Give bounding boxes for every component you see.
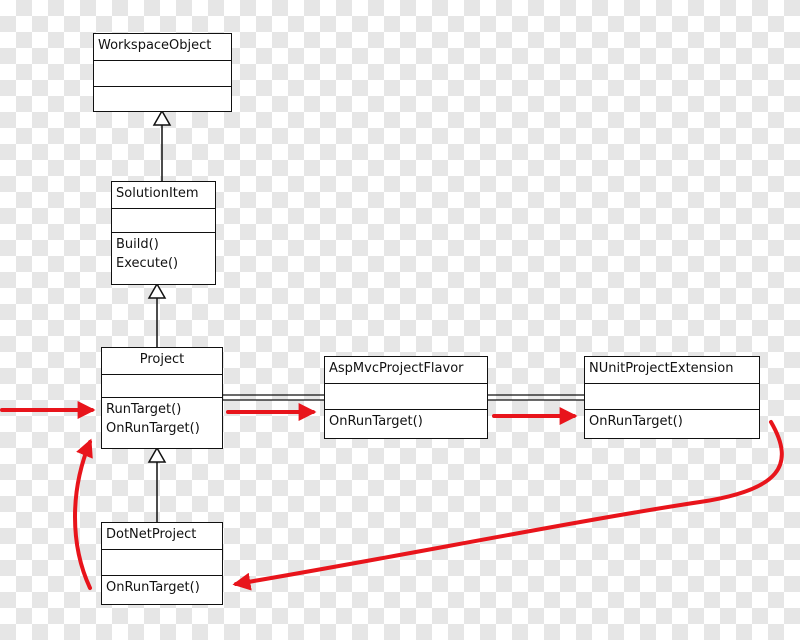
class-box-solutionitem[interactable]: SolutionItem Build() Execute() <box>111 181 216 285</box>
class-name: WorkspaceObject <box>94 34 231 61</box>
operations-compartment: RunTarget() OnRunTarget() <box>102 398 222 440</box>
operation-onruntarget: OnRunTarget() <box>106 580 200 595</box>
class-name: Project <box>102 348 222 375</box>
inheritance-project-to-solutionitem <box>147 282 167 348</box>
class-box-project[interactable]: Project RunTarget() OnRunTarget() <box>101 347 223 449</box>
attributes-compartment <box>94 61 231 87</box>
operation-onruntarget: OnRunTarget() <box>589 414 683 429</box>
operation-execute: Execute() <box>116 256 179 271</box>
attributes-compartment <box>102 375 222 398</box>
operation-build: Build() <box>116 237 159 252</box>
class-box-workspaceobject[interactable]: WorkspaceObject <box>93 33 232 112</box>
operations-compartment: OnRunTarget() <box>102 576 222 599</box>
class-name: AspMvcProjectFlavor <box>325 357 487 384</box>
class-name: NUnitProjectExtension <box>585 357 759 384</box>
operations-compartment <box>94 87 231 91</box>
inheritance-solutionitem-to-workspaceobject <box>152 109 172 182</box>
class-box-aspmvcprojectflavor[interactable]: AspMvcProjectFlavor OnRunTarget() <box>324 356 488 439</box>
call-flow-nunit-to-dotnet-arrow <box>232 420 784 591</box>
attributes-compartment <box>325 384 487 410</box>
class-box-nunitprojectextension[interactable]: NUnitProjectExtension OnRunTarget() <box>584 356 760 439</box>
operation-onruntarget: OnRunTarget() <box>329 414 423 429</box>
operations-compartment: OnRunTarget() <box>325 410 487 433</box>
class-box-dotnetproject[interactable]: DotNetProject OnRunTarget() <box>101 522 223 605</box>
call-flow-dotnet-to-project-arrow <box>73 438 93 590</box>
operation-onruntarget: OnRunTarget() <box>106 421 200 436</box>
attributes-compartment <box>102 550 222 576</box>
class-name: SolutionItem <box>112 182 215 209</box>
inheritance-dotnetproject-to-project <box>147 446 167 523</box>
attributes-compartment <box>585 384 759 410</box>
operations-compartment: Build() Execute() <box>112 233 215 275</box>
operations-compartment: OnRunTarget() <box>585 410 759 433</box>
attributes-compartment <box>112 209 215 233</box>
class-name: DotNetProject <box>102 523 222 550</box>
operation-runtarget: RunTarget() <box>106 402 182 417</box>
association-project-aspmvcflavor <box>222 394 325 401</box>
association-aspmvcflavor-nunitextension <box>487 394 585 401</box>
